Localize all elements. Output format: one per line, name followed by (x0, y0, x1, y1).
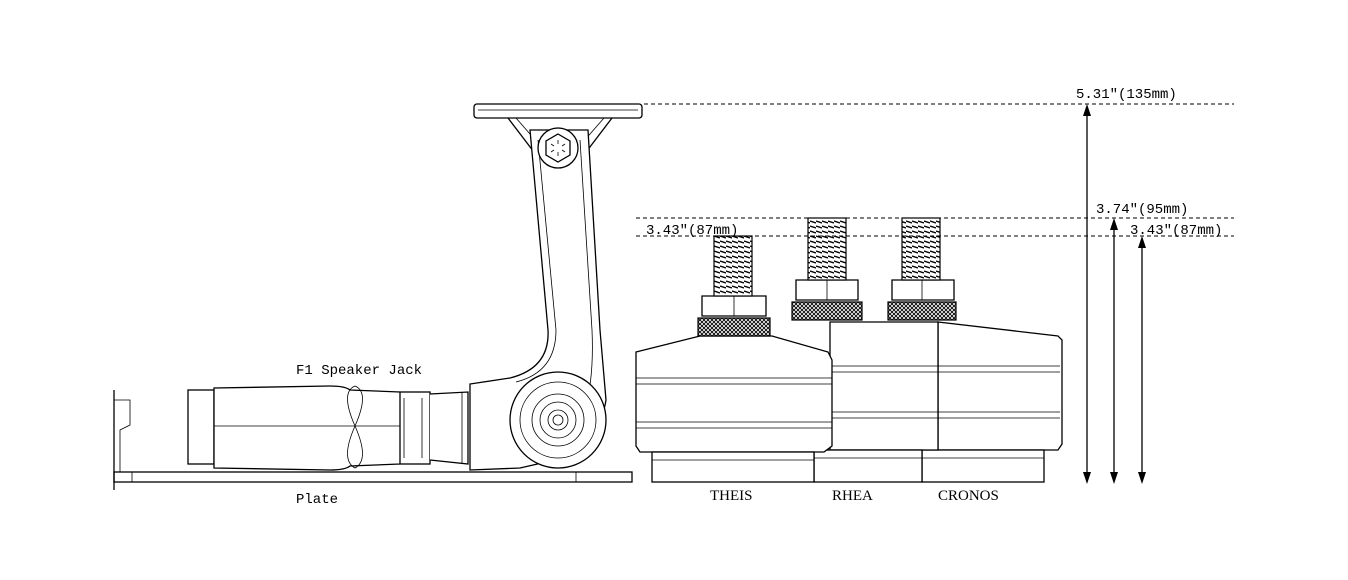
low-height-left-label: 3.43"(87mm) (646, 223, 738, 239)
total-height-label: 5.31"(135mm) (1076, 87, 1177, 103)
cronos-label: CRONOS (938, 488, 999, 504)
rhea-foot (791, 217, 939, 483)
speaker-jack-label: F1 Speaker Jack (296, 363, 422, 379)
dimension-lines (636, 103, 1234, 484)
theis-foot (635, 235, 833, 483)
theis-label: THEIS (710, 488, 753, 504)
plate (113, 390, 633, 490)
speaker-jack (187, 385, 469, 471)
mid-height-label: 3.74"(95mm) (1096, 202, 1188, 218)
mount-bracket (469, 103, 643, 471)
rhea-label: RHEA (832, 488, 873, 504)
low-height-right-label: 3.43"(87mm) (1130, 223, 1222, 239)
plate-label: Plate (296, 492, 338, 508)
